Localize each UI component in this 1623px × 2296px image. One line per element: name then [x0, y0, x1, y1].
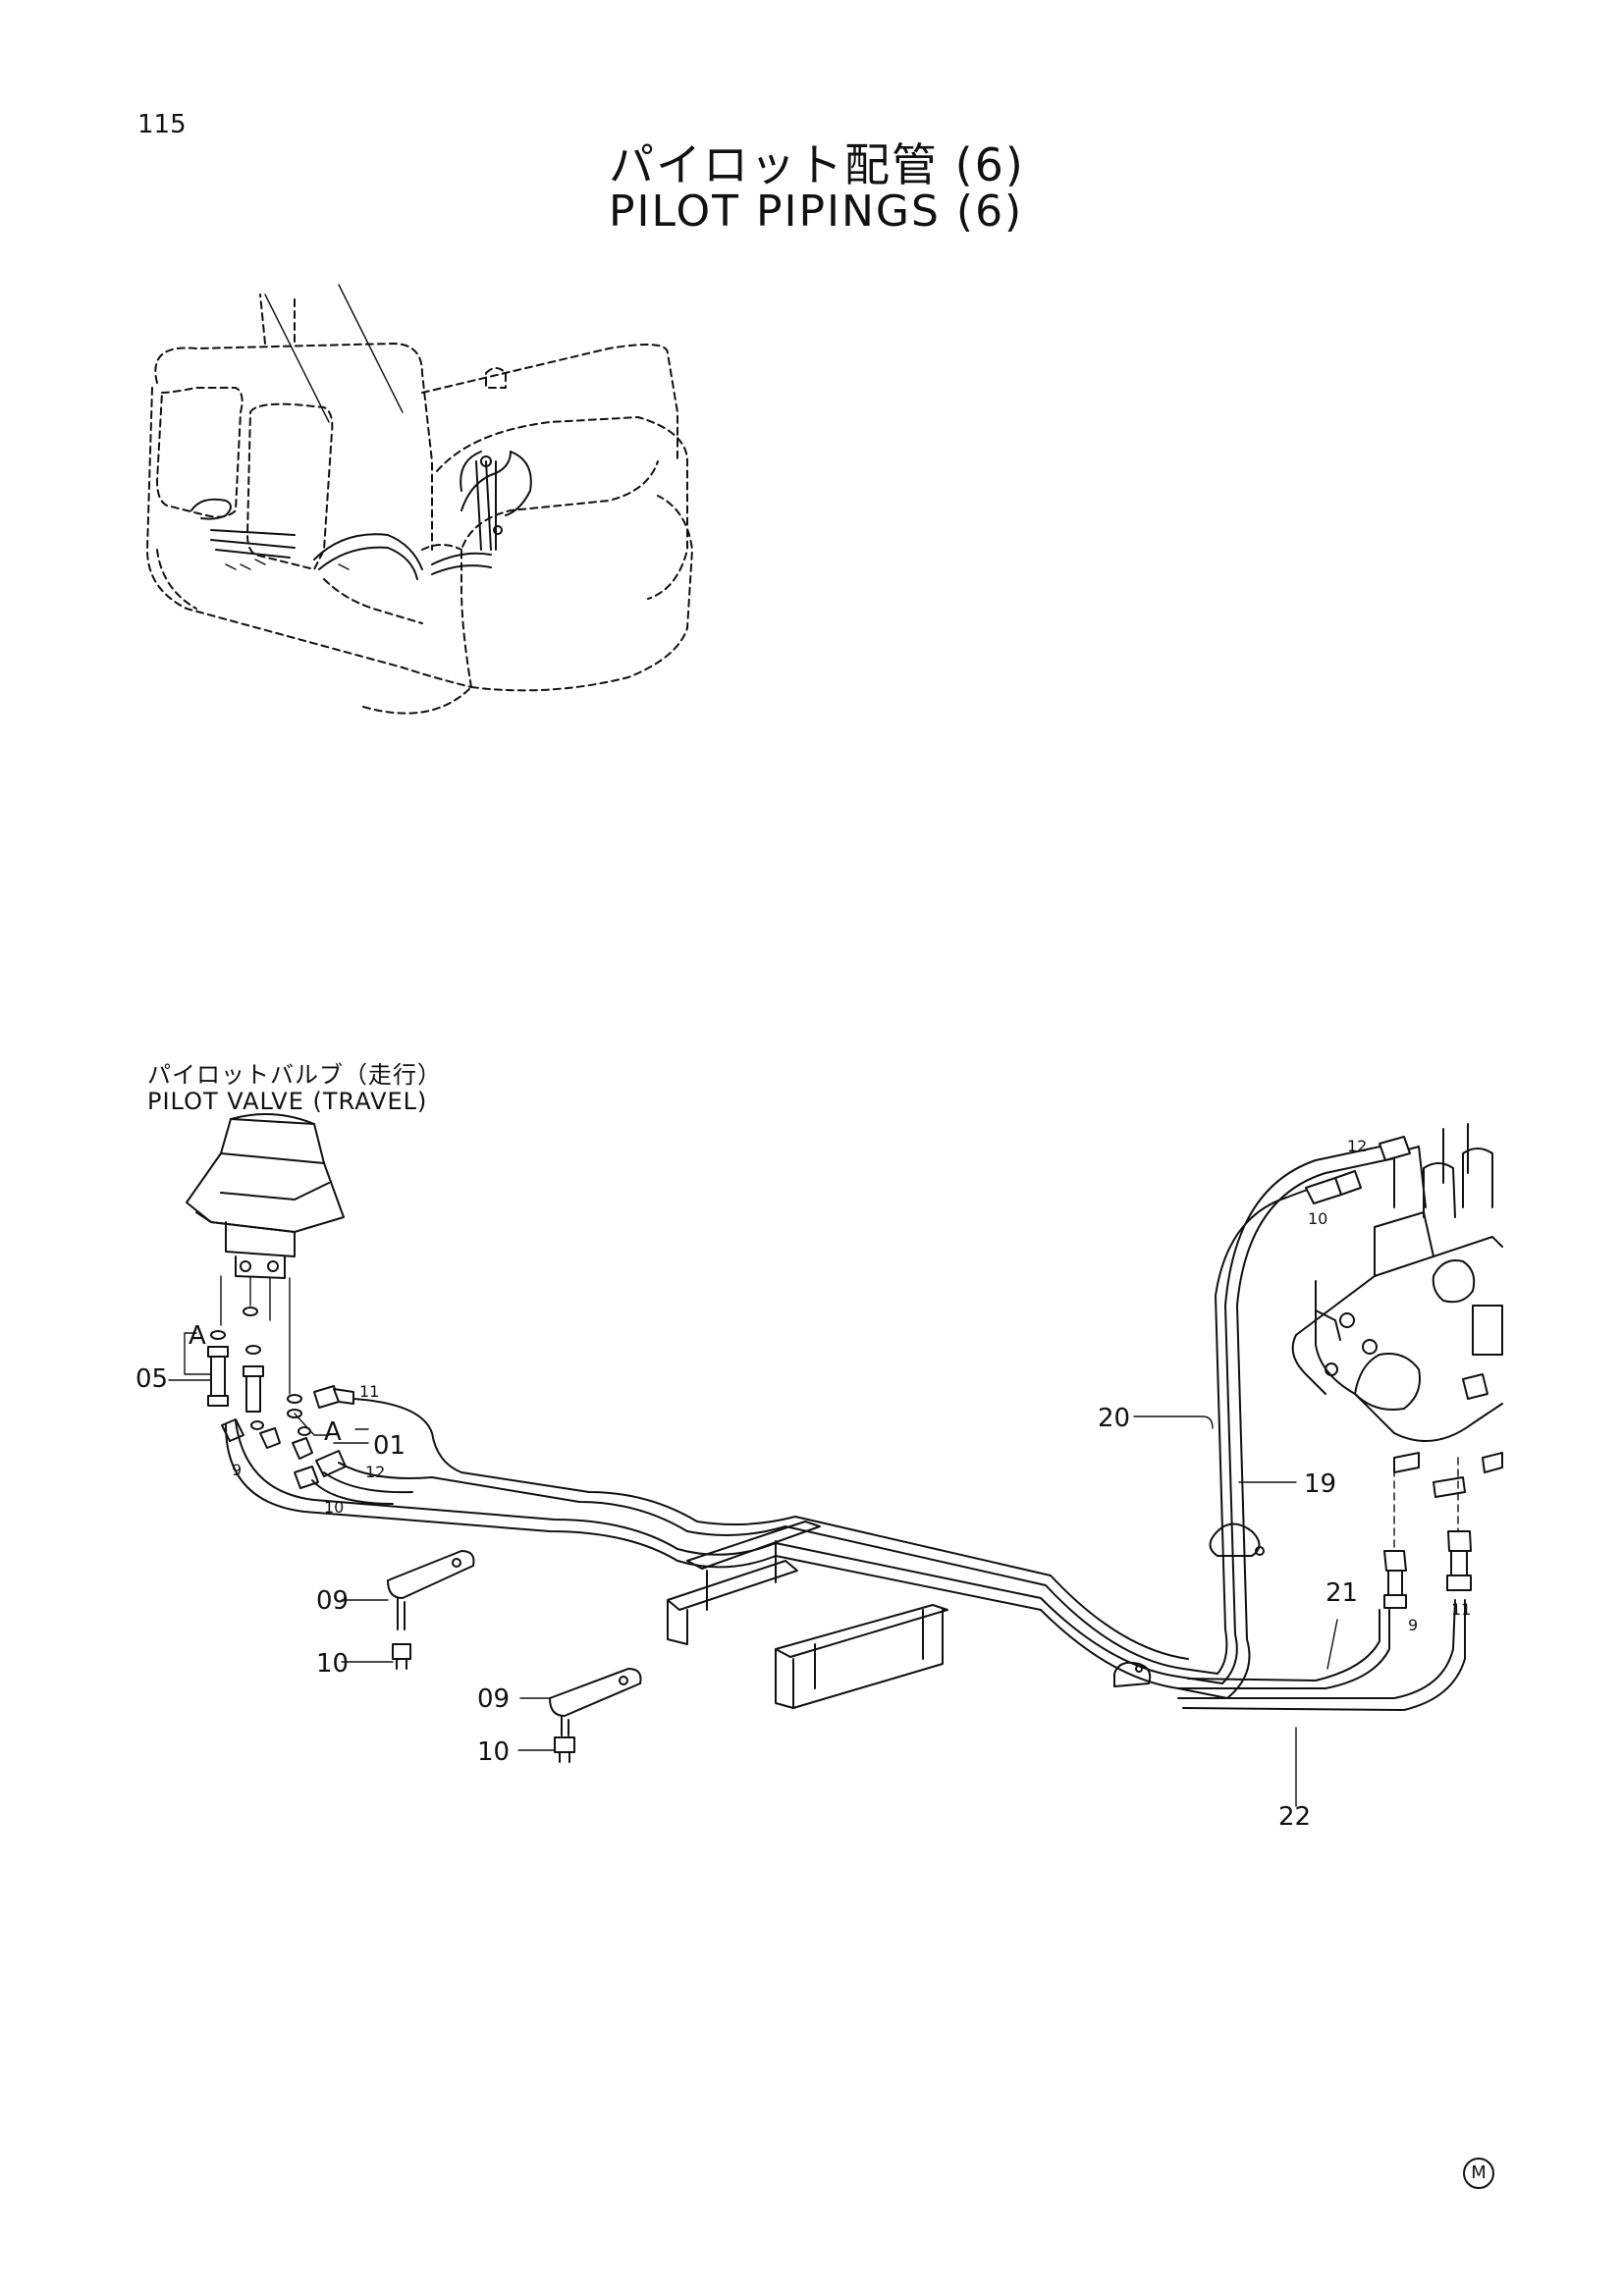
callout-21: 21 [1325, 1578, 1359, 1608]
callout-09-lower: 09 [477, 1684, 511, 1714]
control-valve-illustration [1291, 1123, 1503, 1609]
hose-mark-10: 10 [324, 1498, 345, 1517]
callout-a-upper: A [189, 1321, 206, 1351]
callout-22: 22 [1278, 1802, 1312, 1832]
hose-mark-12: 12 [365, 1463, 386, 1481]
callout-20: 20 [1098, 1404, 1131, 1433]
callout-19: 19 [1304, 1469, 1337, 1499]
page-title-japanese: パイロット配管 (6) [609, 138, 1025, 191]
hose-clamps-and-brackets [387, 1521, 1265, 1763]
page-title-english: PILOT PIPINGS (6) [609, 187, 1024, 237]
hose-mark-10-right: 10 [1308, 1209, 1328, 1228]
callout-10-lower: 10 [477, 1737, 511, 1767]
callout-05: 05 [135, 1364, 169, 1394]
pilot-valve-label-english: PILOT VALVE (TRAVEL) [147, 1088, 428, 1115]
page-number: 115 [137, 110, 187, 139]
excavator-overview-illustration [146, 284, 693, 715]
pilot-hose-bundle [225, 1143, 1466, 1711]
hose-mark-9-right: 9 [1408, 1616, 1419, 1634]
callout-09-upper: 09 [316, 1586, 350, 1616]
callout-leader-lines [168, 1379, 1338, 1807]
pilot-valve-label-japanese: パイロットバルブ（走行） [147, 1061, 442, 1089]
hose-mark-11-right: 11 [1451, 1600, 1472, 1619]
pilot-valve-travel-illustration [184, 1113, 354, 1489]
callout-01: 01 [373, 1431, 406, 1461]
callout-10-upper: 10 [316, 1649, 350, 1679]
hose-mark-9: 9 [232, 1461, 243, 1479]
hose-mark-12-right: 12 [1347, 1137, 1368, 1155]
hose-mark-11: 11 [359, 1382, 380, 1401]
manufacturer-mark-icon: M [1463, 2158, 1494, 2189]
callout-a-lower: A [324, 1417, 342, 1447]
